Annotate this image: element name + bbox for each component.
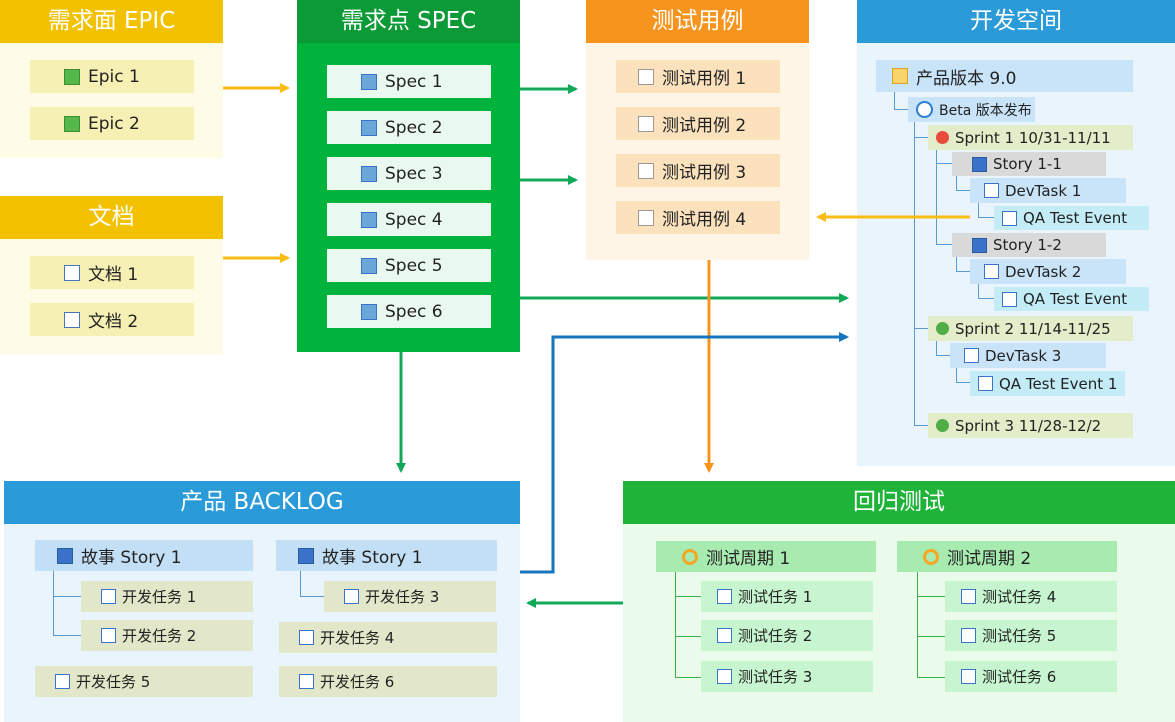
arrow-backlog-to-devspace [520,332,849,574]
word-doc-icon [64,264,80,281]
testcase-item[interactable]: 测试用例 4 [616,201,780,234]
tree-qa-event[interactable]: QA Test Event [994,287,1149,311]
backlog-devtask[interactable]: 开发任务 4 [279,622,497,653]
test-task-icon [961,589,976,604]
devspace-panel-title: 开发空间 [857,0,1175,43]
doc-item[interactable]: 文档 2 [30,303,194,336]
spec-icon [361,257,377,274]
regression-task[interactable]: 测试任务 4 [945,581,1117,612]
testcase-item[interactable]: 测试用例 3 [616,154,780,187]
spec-icon [361,165,377,182]
regression-panel-title: 回归测试 [623,481,1175,524]
epic-item[interactable]: Epic 2 [30,107,194,140]
word-doc-icon [64,311,80,328]
tree-qa-event[interactable]: QA Test Event [994,206,1149,230]
tree-qa-event[interactable]: QA Test Event 1 [970,371,1125,396]
backlog-devtask[interactable]: 开发任务 1 [81,581,253,612]
spec-item[interactable]: Spec 2 [327,111,491,144]
tree-sprint[interactable]: Sprint 1 10/31-11/11 [928,125,1133,150]
sprint-runner-icon [936,419,949,432]
epic-icon [64,68,80,85]
spec-item[interactable]: Spec 1 [327,65,491,98]
test-task-icon [961,628,976,643]
backlog-devtask[interactable]: 开发任务 6 [279,666,497,697]
backlog-devtask[interactable]: 开发任务 3 [324,581,496,612]
cycle-refresh-icon [682,548,698,565]
regression-cycle[interactable]: 测试周期 1 [656,541,876,572]
story-icon [57,547,73,564]
devtask-icon [984,264,999,279]
spec-icon [361,119,377,136]
sprint-runner-icon [936,322,949,335]
spec-icon [361,303,377,320]
backlog-panel-title: 产品 BACKLOG [4,481,520,524]
regression-task[interactable]: 测试任务 3 [701,661,873,692]
devtask-icon [984,183,999,198]
folder-icon [892,68,908,84]
story-icon [298,547,314,564]
qa-event-icon [1002,291,1017,307]
devtask-icon [964,348,979,363]
devtask-icon [299,630,314,645]
spec-item[interactable]: Spec 4 [327,203,491,236]
backlog-story[interactable]: 故事 Story 1 [35,540,253,571]
spec-item[interactable]: Spec 3 [327,157,491,190]
regression-task[interactable]: 测试任务 5 [945,620,1117,651]
story-icon [972,237,987,253]
testcase-doc-icon [638,68,654,85]
backlog-devtask[interactable]: 开发任务 5 [35,666,253,697]
regression-task[interactable]: 测试任务 6 [945,661,1117,692]
spec-panel-title: 需求点 SPEC [297,0,520,43]
devtask-icon [55,674,70,689]
devtask-icon [344,589,359,604]
regression-task[interactable]: 测试任务 1 [701,581,873,612]
cycle-refresh-icon [923,548,939,565]
testcase-item[interactable]: 测试用例 1 [616,60,780,93]
devtask-icon [101,589,116,604]
doc-item[interactable]: 文档 1 [30,256,194,289]
doc-panel-title: 文档 [0,196,223,239]
testcase-doc-icon [638,209,654,226]
epic-icon [64,115,80,132]
tree-sprint[interactable]: Sprint 2 11/14-11/25 [928,316,1133,341]
tree-sprint[interactable]: Sprint 3 11/28-12/2 [928,413,1133,438]
devtask-icon [299,674,314,689]
testcase-doc-icon [638,162,654,179]
testcase-item[interactable]: 测试用例 2 [616,107,780,140]
epic-panel-title: 需求面 EPIC [0,0,223,43]
tree-story[interactable]: Story 1-1 [952,152,1106,176]
tree-devtask[interactable]: DevTask 1 [970,178,1126,203]
tree-version[interactable]: 产品版本 9.0 [876,60,1133,92]
devtask-icon [101,628,116,643]
qa-event-icon [978,376,993,391]
test-task-icon [717,669,732,684]
test-task-icon [961,669,976,684]
spec-item[interactable]: Spec 6 [327,295,491,328]
sprint-runner-icon [936,131,949,144]
regression-cycle[interactable]: 测试周期 2 [897,541,1117,572]
qa-event-icon [1002,210,1017,226]
spec-icon [361,73,377,90]
spec-item[interactable]: Spec 5 [327,249,491,282]
test-task-icon [717,628,732,643]
story-icon [972,156,987,172]
release-icon [916,101,933,118]
tree-devtask[interactable]: DevTask 2 [970,259,1126,284]
tree-story[interactable]: Story 1-2 [952,233,1106,257]
testcase-doc-icon [638,115,654,132]
testcase-panel-title: 测试用例 [586,0,809,43]
tree-release[interactable]: Beta 版本发布 [908,97,1035,122]
tree-devtask[interactable]: DevTask 3 [950,343,1106,368]
spec-icon [361,211,377,228]
regression-task[interactable]: 测试任务 2 [701,620,873,651]
backlog-story[interactable]: 故事 Story 1 [276,540,497,571]
test-task-icon [717,589,732,604]
backlog-devtask[interactable]: 开发任务 2 [81,620,253,651]
epic-item[interactable]: Epic 1 [30,60,194,93]
